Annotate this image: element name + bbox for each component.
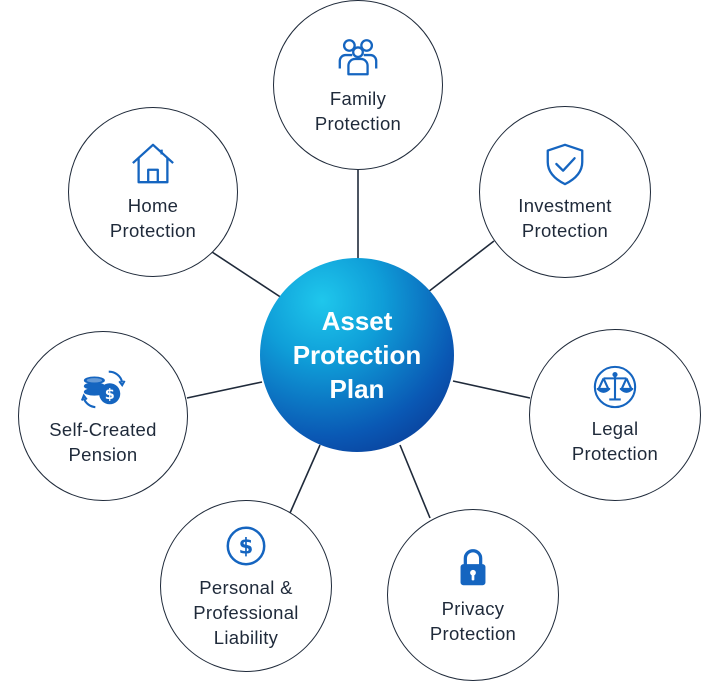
hub-asset-protection-plan: Asset Protection Plan: [260, 258, 454, 452]
node-liability-label: Personal & Professional Liability: [193, 576, 299, 648]
node-family-protection: Family Protection: [273, 0, 443, 170]
node-investment-label: Investment Protection: [518, 195, 612, 241]
connector-pension: [186, 381, 263, 399]
node-home-protection: Home Protection: [68, 107, 238, 277]
svg-text:$: $: [105, 387, 115, 403]
node-legal-protection: Legal Protection: [529, 329, 701, 501]
connector-legal: [452, 380, 531, 399]
house-icon: [130, 141, 176, 187]
family-icon: [335, 34, 381, 80]
connector-privacy: [399, 444, 431, 519]
node-privacy-label: Privacy Protection: [429, 598, 517, 644]
hub-title: Asset Protection Plan: [292, 306, 422, 404]
node-investment-protection: Investment Protection: [479, 106, 651, 278]
connector-liability: [289, 444, 321, 514]
node-privacy-protection: Privacy Protection: [387, 509, 559, 681]
svg-text:$: $: [239, 533, 254, 558]
node-self-created-pension: $ Self-Created Pension: [18, 331, 188, 501]
node-personal-professional-liability: $ Personal & Professional Liability: [160, 500, 332, 672]
padlock-icon: [450, 544, 496, 590]
connector-investment: [427, 240, 495, 293]
node-legal-label: Legal Protection: [571, 418, 659, 464]
dollar-circle-icon: $: [223, 523, 269, 569]
node-pension-label: Self-Created Pension: [49, 419, 157, 465]
node-home-label: Home Protection: [109, 195, 197, 241]
node-family-label: Family Protection: [314, 88, 402, 134]
coins-dollar-icon: $: [80, 365, 126, 411]
connector-home: [211, 251, 286, 301]
scales-icon: [592, 364, 638, 410]
shield-check-icon: [542, 141, 588, 187]
